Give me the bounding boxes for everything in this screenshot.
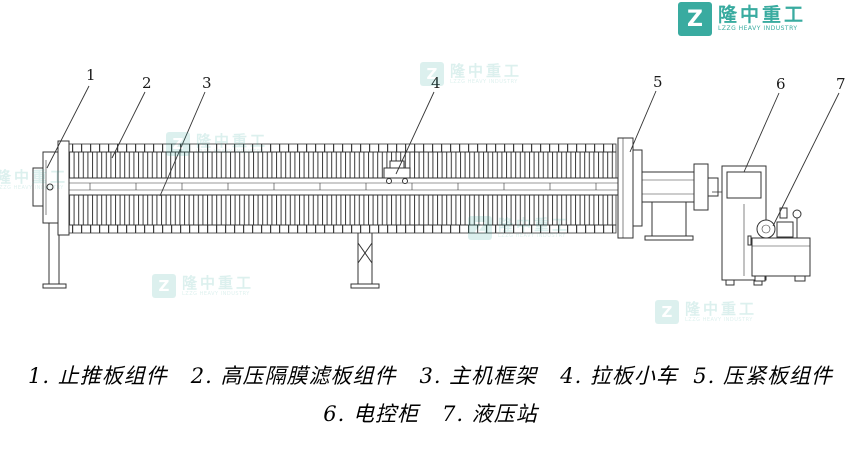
thrust-plate-assembly [32, 140, 70, 236]
callout-5: 5 [653, 73, 663, 91]
main-frame-beam [41, 177, 655, 196]
callout-4: 4 [431, 74, 441, 92]
plate-pulling-trolley [383, 160, 411, 184]
hydraulic-station [751, 207, 811, 282]
mid-support-leg [350, 233, 380, 289]
left-support-leg [42, 223, 67, 289]
legend-line-2: 6. 电控柜 7. 液压站 [323, 402, 538, 426]
pressing-plate-assembly [617, 137, 643, 239]
callout-1: 1 [86, 66, 96, 84]
hydraulic-cylinder [641, 163, 737, 241]
callout-2: 2 [142, 74, 152, 92]
leader-lines [46, 85, 840, 227]
callout-3: 3 [202, 74, 212, 92]
callout-6: 6 [776, 75, 786, 93]
legend-line-1: 1. 止推板组件 2. 高压隔膜滤板组件 3. 主机框架 4. 拉板小车 5. … [28, 364, 833, 388]
callout-7: 7 [836, 75, 846, 93]
